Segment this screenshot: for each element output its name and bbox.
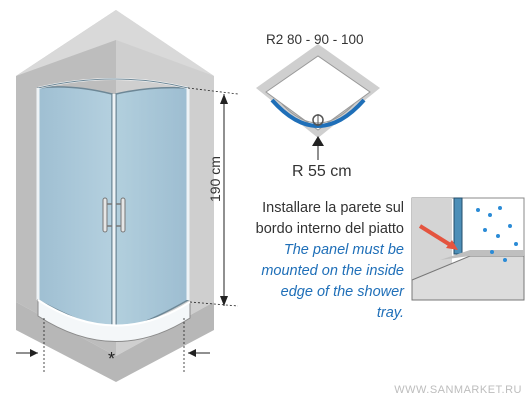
red-arrow-icon: [418, 224, 458, 250]
installation-detail: [411, 197, 525, 301]
asterisk-marker: *: [108, 349, 116, 369]
height-label: 190 cm: [207, 156, 223, 202]
door-handle-icon: [102, 197, 126, 233]
height-dimension: [187, 87, 239, 307]
note-en-line-1: The panel must be: [283, 242, 404, 258]
note-it-line-1: Installare la parete sul: [262, 200, 404, 216]
water-drops-icon: [476, 206, 518, 262]
note-en-line-2: mounted on the inside: [261, 263, 404, 279]
watermark: WWW.SANMARKET.RU: [394, 384, 522, 396]
installation-note: Installare la parete sul bordo interno d…: [252, 198, 404, 324]
top-label: R2 80 - 90 - 100: [266, 32, 364, 47]
radius-label: R 55 cm: [292, 163, 352, 180]
plan-view: [256, 44, 380, 160]
note-it-line-2: bordo interno del piatto: [255, 221, 404, 237]
shower-tray: [37, 299, 191, 342]
note-en-line-3: edge of the shower tray.: [280, 284, 404, 321]
width-arrows: [16, 318, 210, 372]
shower-enclosure: [36, 78, 190, 334]
